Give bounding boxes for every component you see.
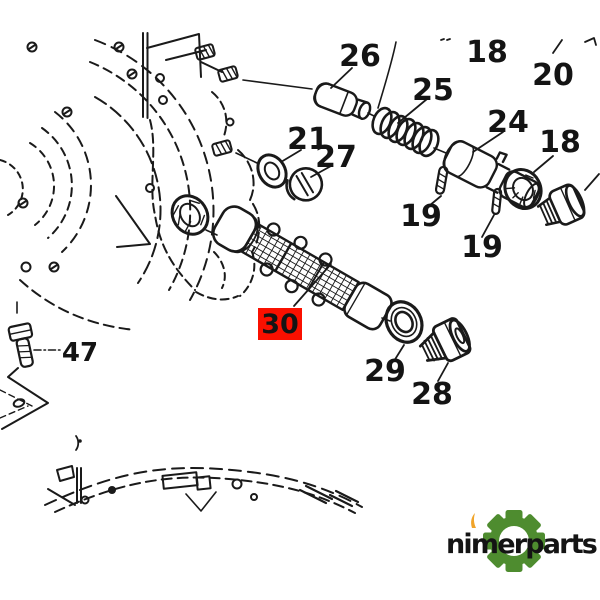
axis-upper [242,41,586,227]
brand-name: nimerparts [446,529,597,560]
upper-body-structure [142,32,223,119]
part-filter-30 [211,205,393,331]
callout-19-b[interactable]: 19 [461,230,503,265]
part-bolt-47 [7,322,34,368]
callout-18-right[interactable]: 18 [539,125,581,160]
callout-18-top[interactable]: 18 [466,35,508,70]
valve-body [115,43,261,301]
bolt-47-assembly [0,301,82,443]
brand-logo: nimerparts [446,510,599,572]
part-pin-19b [491,187,503,215]
part-plug-28 [418,317,472,363]
axis-washer-plug [235,152,324,202]
stud-hatched [211,139,233,157]
callout-29[interactable]: 29 [364,354,406,389]
flange-bolt-holes [17,41,165,273]
callout-leaders [280,37,600,382]
callout-47[interactable]: 47 [62,338,98,368]
callout-24[interactable]: 24 [487,105,529,140]
axis-lower [205,205,472,363]
part-spring-25 [371,106,440,158]
part-hex-plug-right [536,183,586,227]
part-ring-18 [503,168,543,210]
callout-26[interactable]: 26 [339,39,381,74]
callout-21[interactable]: 21 [287,122,329,157]
callout-20[interactable]: 20 [532,58,574,93]
part-plug-27 [285,167,324,202]
part-valve-24 [442,140,541,209]
part-pin-19a [434,165,449,195]
callout-28[interactable]: 28 [411,377,453,412]
callout-25[interactable]: 25 [412,73,454,108]
part-washer-21 [256,153,288,189]
callout-labels: 26 18 20 25 24 21 27 18 19 19 29 28 47 [62,35,581,412]
gear-icon [483,510,545,572]
logo-i-accent-mark [471,513,476,528]
highlight-badge-background [258,308,302,340]
callout-27[interactable]: 27 [315,140,357,175]
highlight-badge-label: 30 [261,309,299,340]
threaded-bore [170,194,210,236]
highlight-badge-30[interactable]: 30 [258,308,302,340]
part-ring-29 [384,300,424,344]
part-plunger-26 [313,82,372,120]
mount-plate [0,367,49,430]
stud-hatched [194,43,216,61]
bottom-partial-view [44,435,363,514]
stud-hatched [217,65,239,83]
housing-outline [0,39,215,331]
callout-19-a[interactable]: 19 [400,199,442,234]
